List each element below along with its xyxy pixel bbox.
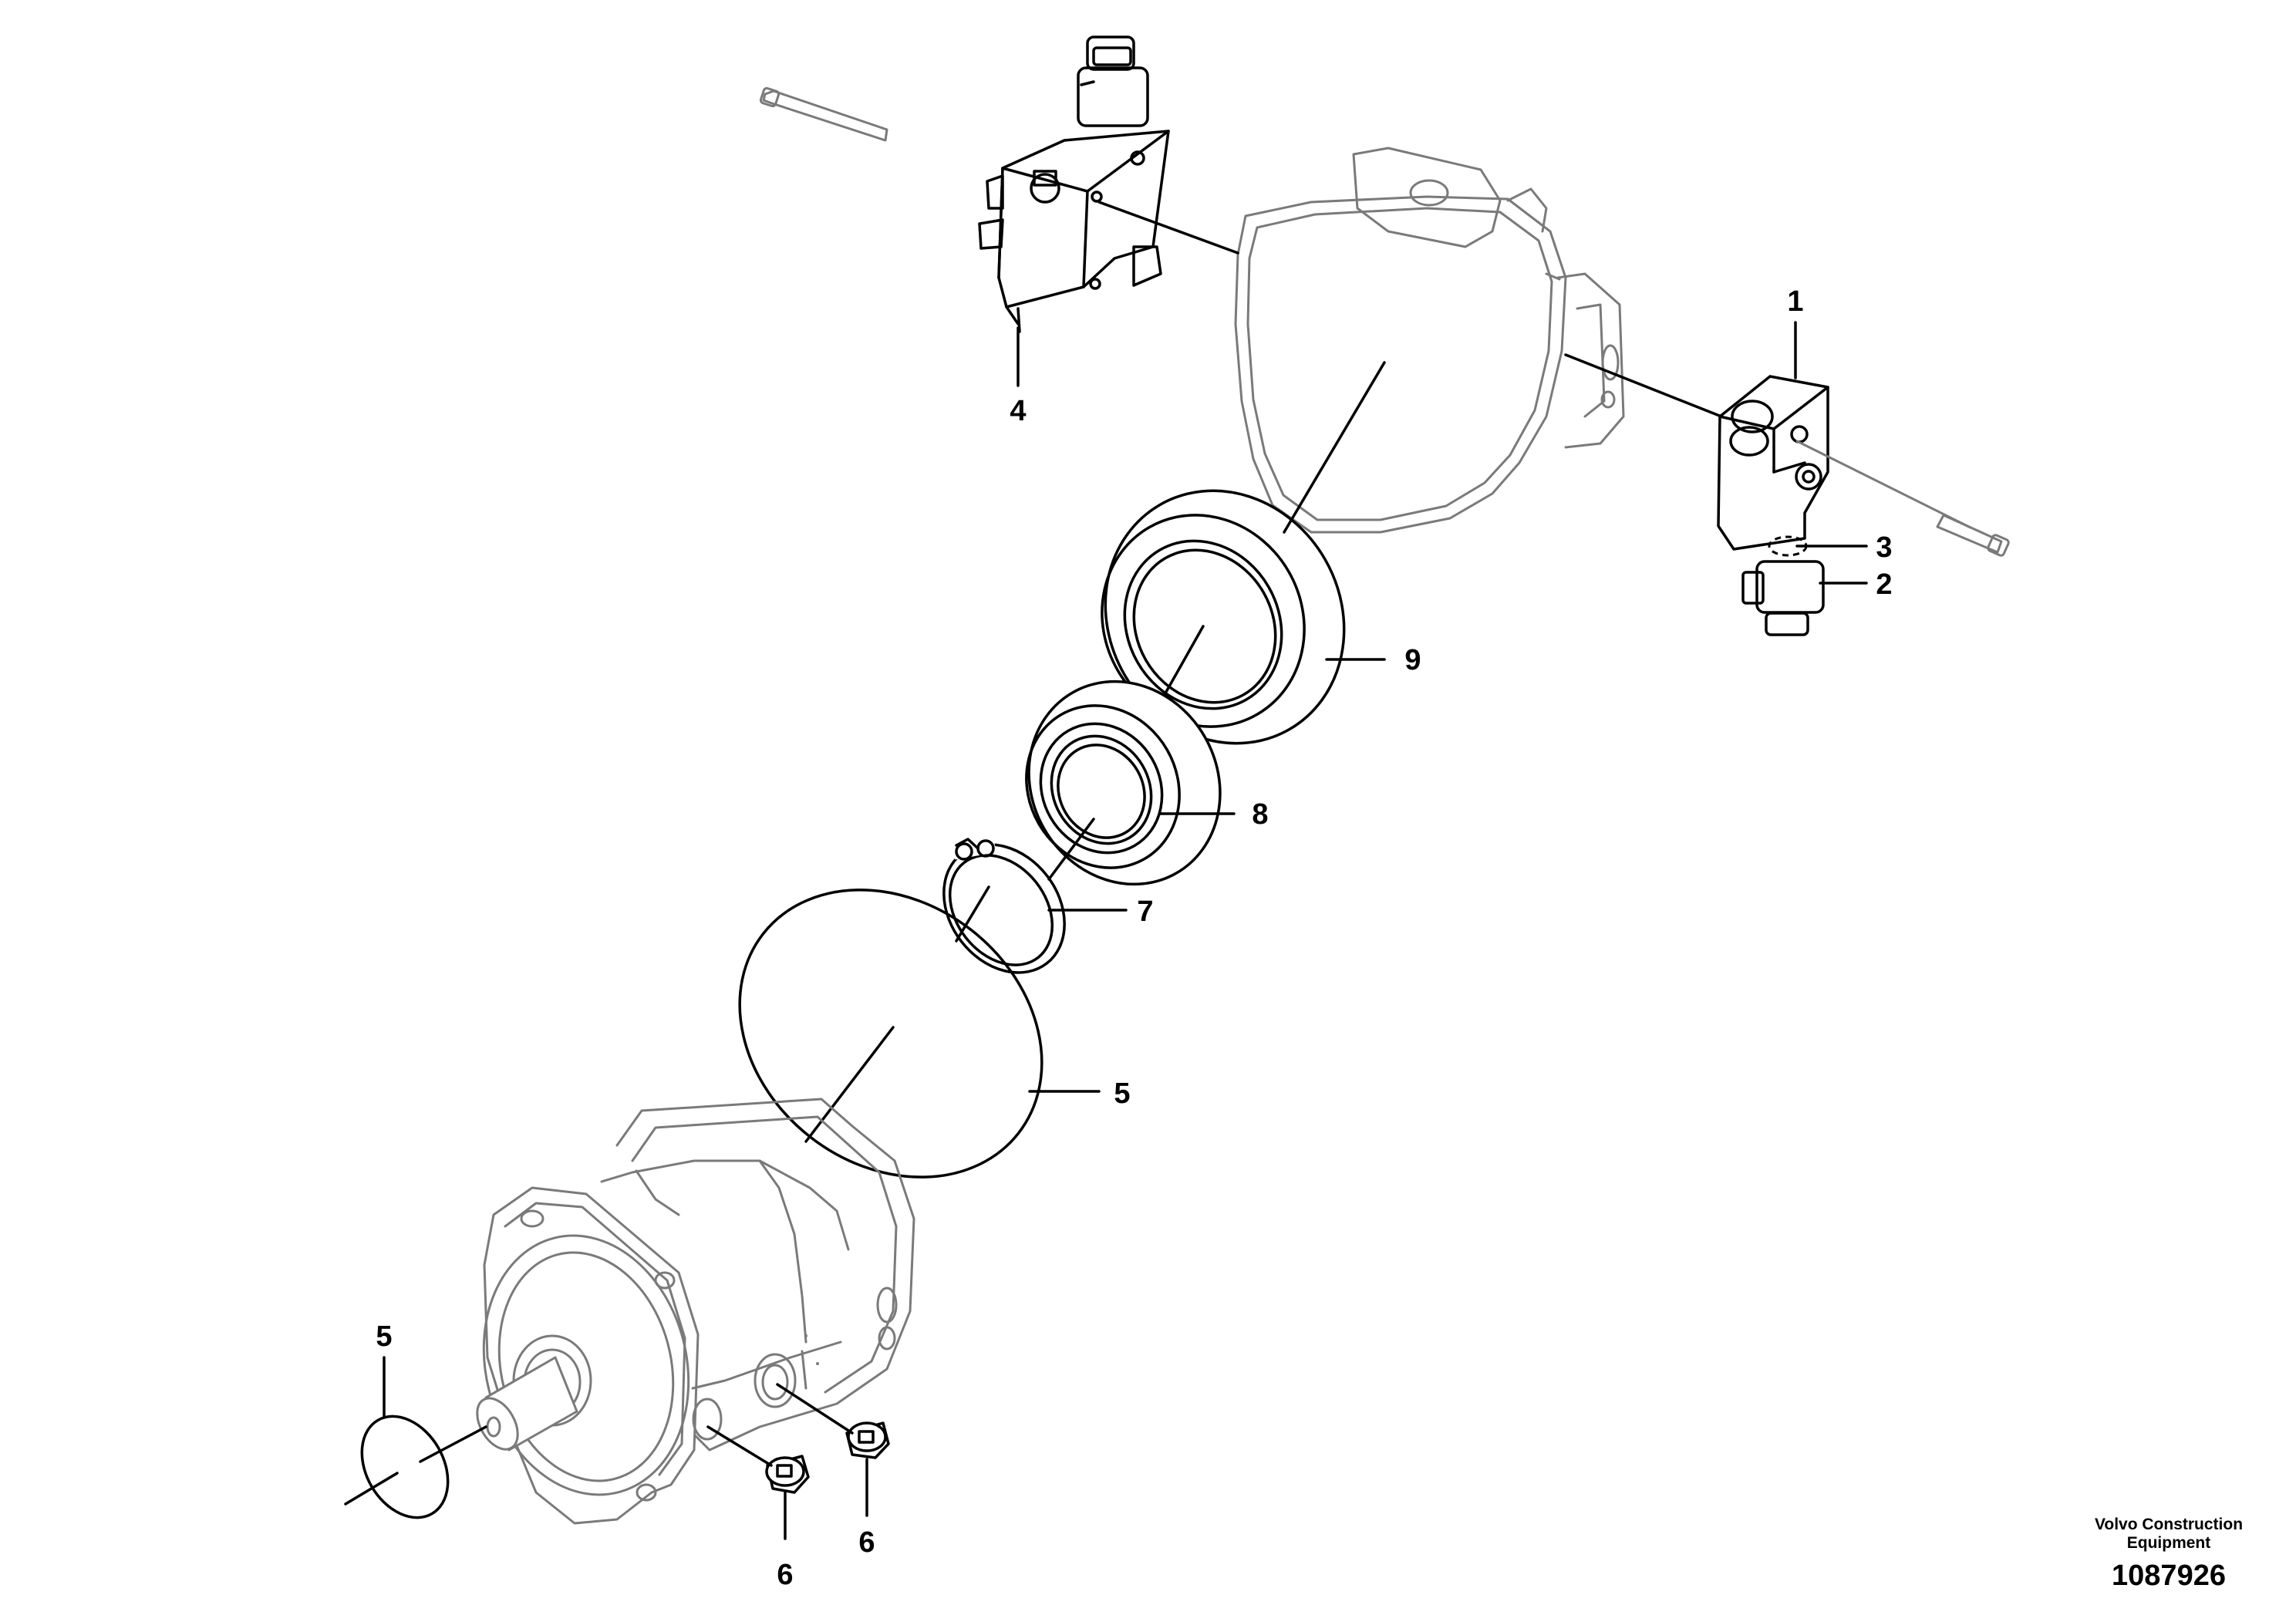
- callout-5-small: 5: [376, 1320, 392, 1353]
- callout-3: 3: [1876, 531, 1892, 564]
- brand-line-2: Equipment: [2127, 1534, 2211, 1552]
- valve-block-4: [759, 35, 1239, 333]
- callout-7: 7: [1137, 895, 1153, 928]
- plug-6-left: [706, 1425, 810, 1540]
- drawing-number: 1087926: [2112, 1560, 2226, 1592]
- callout-6-left: 6: [777, 1559, 793, 1591]
- callout-9: 9: [1404, 644, 1421, 676]
- callout-leaders: [1017, 321, 1868, 1093]
- pump-housing: [1234, 147, 1625, 534]
- plug-6-right: [776, 1383, 890, 1517]
- callout-8: 8: [1252, 798, 1268, 831]
- brand-line-1: Volvo Construction: [2095, 1516, 2243, 1533]
- bearing-8: [1025, 679, 1222, 886]
- hydraulic-motor: [476, 1098, 915, 1525]
- valve-block-1: [1564, 353, 2010, 636]
- seal-ring-9: [1101, 361, 1386, 754]
- callout-2: 2: [1876, 568, 1892, 601]
- callout-4: 4: [1010, 395, 1026, 427]
- callout-5-large: 5: [1114, 1077, 1130, 1110]
- footer-credit: Volvo Construction Equipment 1087926: [2095, 1516, 2243, 1592]
- callout-1: 1: [1787, 285, 1803, 318]
- o-ring-5-large: [738, 885, 1043, 1179]
- o-ring-5-small: [344, 1356, 487, 1519]
- retaining-ring-7: [942, 835, 1066, 974]
- callout-labels: 1 2 3 4 9 8 7 5 5 6 6: [376, 285, 1892, 1591]
- callout-6-right: 6: [858, 1526, 875, 1559]
